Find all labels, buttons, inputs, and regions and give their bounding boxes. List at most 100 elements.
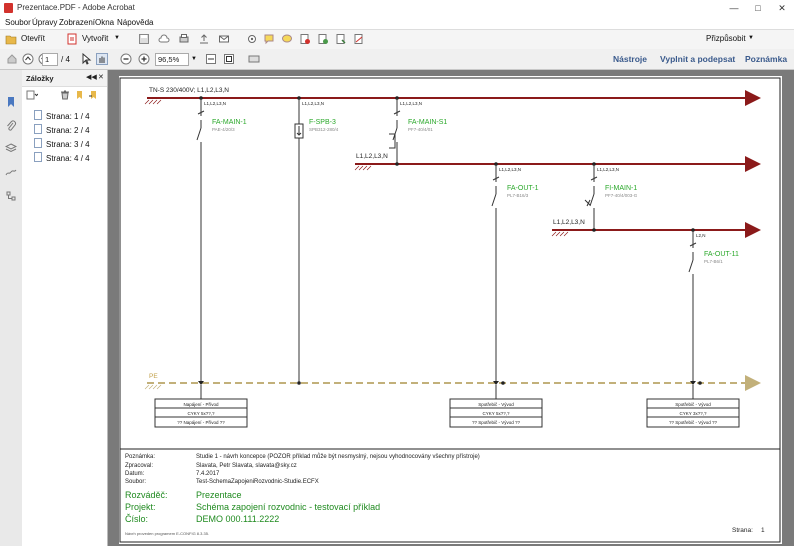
device-fa-out-1: L1,L2,L3,N FA-OUT-1 PL7-B16/3 bbox=[491, 162, 539, 385]
open-button[interactable]: Otevřít bbox=[21, 34, 46, 43]
svg-text:F-SPB-3: F-SPB-3 bbox=[309, 119, 336, 126]
svg-text:L1,L2,L3,N: L1,L2,L3,N bbox=[204, 101, 226, 106]
bookmarks-header: Záložky ◀◀ ✕ bbox=[22, 70, 107, 87]
hand-tool-icon[interactable] bbox=[96, 53, 108, 65]
comment-link[interactable]: Poznámka bbox=[745, 54, 788, 64]
menu-soubor[interactable]: Soubor bbox=[5, 18, 31, 27]
svg-text:L1,L2,L3,N: L1,L2,L3,N bbox=[499, 167, 521, 172]
menu-upravy[interactable]: Úpravy bbox=[32, 18, 58, 27]
bus-hatch bbox=[144, 99, 162, 105]
create-button[interactable]: Vytvořit bbox=[82, 34, 109, 43]
customize-chevron-icon[interactable]: ▼ bbox=[748, 35, 754, 41]
bookmark-icon[interactable] bbox=[5, 96, 17, 108]
stamp-icon[interactable] bbox=[299, 33, 311, 45]
close-button[interactable]: ✕ bbox=[778, 3, 786, 13]
fit-page-icon[interactable] bbox=[223, 53, 235, 65]
svg-text:PF7-40/4/003-G: PF7-40/4/003-G bbox=[605, 193, 638, 198]
pdf-page: TN-S 230/400V; L1,L2,L3,N L1,L2,L3,N L1,… bbox=[119, 76, 782, 544]
close-panel-icon[interactable]: ✕ bbox=[98, 74, 104, 81]
zoom-in-icon[interactable] bbox=[138, 53, 150, 65]
layers-icon[interactable] bbox=[5, 142, 17, 154]
print-icon[interactable] bbox=[178, 33, 190, 45]
svg-text:DEMO 000.111.2222: DEMO 000.111.2222 bbox=[196, 514, 279, 524]
fill-sign-link[interactable]: Vyplnit a podepsat bbox=[660, 54, 736, 64]
title-bar: Prezentace.PDF - Adobe Acrobat — □ ✕ bbox=[0, 0, 794, 17]
redact-icon[interactable] bbox=[317, 33, 329, 45]
home-icon[interactable] bbox=[6, 53, 18, 65]
svg-text:?? Spotřebič - Vývod ??: ?? Spotřebič - Vývod ?? bbox=[472, 420, 521, 425]
navigation-pane-icons bbox=[0, 70, 23, 546]
svg-text:Strana:: Strana: bbox=[732, 527, 753, 534]
page-frame bbox=[119, 77, 781, 543]
upload-icon[interactable] bbox=[198, 33, 210, 45]
new-bookmark-icon[interactable] bbox=[74, 90, 84, 100]
svg-text:Spotřebič - Vývod: Spotřebič - Vývod bbox=[675, 402, 711, 407]
maximize-button[interactable]: □ bbox=[755, 3, 761, 13]
bookmark-item[interactable]: Strana: 2 / 4 bbox=[34, 124, 90, 135]
svg-text:L2,N: L2,N bbox=[696, 233, 706, 238]
sub-bus-2-label: L1,L2,L3,N bbox=[553, 219, 585, 226]
page-icon bbox=[34, 138, 42, 148]
save-icon[interactable] bbox=[138, 33, 150, 45]
model-tree-icon[interactable] bbox=[5, 190, 17, 202]
svg-text:Slavata, Petr Slavata, slavata: Slavata, Petr Slavata, slavata@sky.cz bbox=[196, 463, 297, 469]
svg-text:Datum:: Datum: bbox=[125, 471, 145, 477]
acrobat-icon bbox=[4, 3, 13, 13]
zoom-input[interactable]: 96,5% bbox=[155, 53, 189, 66]
zoom-chevron-icon[interactable]: ▼ bbox=[191, 56, 197, 62]
page-number-input[interactable]: 1 bbox=[42, 53, 58, 66]
bookmark-item[interactable]: Strana: 4 / 4 bbox=[34, 152, 90, 163]
device-fi-main-1: L1,L2,L3,N FI-MAIN-1 PF7-40/4/003-G bbox=[584, 162, 638, 232]
page-icon bbox=[34, 152, 42, 162]
device-f-spb-3: L1,L2,L3,N F-SPB-3 SPB312-280/4 bbox=[294, 96, 339, 385]
sign-icon[interactable] bbox=[353, 33, 365, 45]
folder-icon[interactable] bbox=[5, 33, 17, 45]
pe-hatch bbox=[144, 384, 162, 390]
device-fa-out-11: L2,N FA-OUT-11 PL7-B6/1 bbox=[688, 228, 739, 385]
speech-bubble-icon[interactable] bbox=[281, 33, 293, 45]
keyboard-icon[interactable] bbox=[248, 53, 260, 65]
select-cursor-icon[interactable] bbox=[80, 53, 92, 65]
window-title: Prezentace.PDF - Adobe Acrobat bbox=[17, 3, 135, 12]
svg-text:?? Napájení - Přívod ??: ?? Napájení - Přívod ?? bbox=[177, 420, 225, 425]
create-pdf-icon[interactable] bbox=[66, 33, 78, 45]
delete-bookmark-icon[interactable] bbox=[60, 90, 70, 100]
svg-text:Projekt:: Projekt: bbox=[125, 502, 156, 512]
bookmark-item[interactable]: Strana: 3 / 4 bbox=[34, 138, 90, 149]
previous-page-icon[interactable] bbox=[22, 53, 34, 65]
svg-text:L1,L2,L3,N: L1,L2,L3,N bbox=[400, 101, 422, 106]
minimize-button[interactable]: — bbox=[729, 3, 739, 13]
schematic-drawing: TN-S 230/400V; L1,L2,L3,N L1,L2,L3,N L1,… bbox=[119, 77, 781, 543]
svg-text:PL7-B6/1: PL7-B6/1 bbox=[704, 259, 723, 264]
menu-okna[interactable]: Okna bbox=[95, 18, 115, 27]
bookmarks-tools bbox=[22, 88, 107, 102]
signatures-icon[interactable] bbox=[5, 166, 17, 178]
options-menu-icon[interactable] bbox=[26, 90, 38, 100]
comment-icon[interactable] bbox=[263, 33, 275, 45]
svg-text:L1,L2,L3,N: L1,L2,L3,N bbox=[597, 167, 619, 172]
menu-zobrazeni[interactable]: Zobrazení bbox=[59, 18, 96, 27]
svg-text:Studie 1 - návrh koncepce (POZ: Studie 1 - návrh koncepce (POZOR příklad… bbox=[196, 453, 480, 460]
cloud-upload-icon[interactable] bbox=[158, 33, 170, 45]
svg-text:FA-OUT-1: FA-OUT-1 bbox=[507, 185, 539, 192]
settings-icon[interactable] bbox=[246, 33, 258, 45]
tools-link[interactable]: Nástroje bbox=[613, 54, 648, 64]
page-total: / 4 bbox=[61, 55, 70, 64]
fit-width-icon[interactable] bbox=[205, 53, 217, 65]
expand-bookmark-icon[interactable] bbox=[88, 90, 98, 100]
navigation-toolbar: 1 / 4 96,5% ▼ Nástroje Vyplnit a podepsa… bbox=[0, 49, 794, 70]
collapse-panel-icon[interactable]: ◀◀ bbox=[86, 74, 97, 81]
menu-bar: Soubor Úpravy Zobrazení Okna Nápověda bbox=[0, 16, 794, 29]
svg-text:Rozváděč:: Rozváděč: bbox=[125, 490, 168, 500]
document-area[interactable]: TN-S 230/400V; L1,L2,L3,N L1,L2,L3,N L1,… bbox=[108, 70, 794, 546]
page-icon bbox=[34, 110, 42, 120]
bookmark-item[interactable]: Strana: 1 / 4 bbox=[34, 110, 90, 121]
svg-text:1: 1 bbox=[761, 527, 765, 534]
attachment-icon[interactable] bbox=[5, 120, 17, 132]
customize-button[interactable]: Přizpůsobit bbox=[706, 34, 746, 43]
email-icon[interactable] bbox=[218, 33, 230, 45]
zoom-out-icon[interactable] bbox=[120, 53, 132, 65]
menu-napoveda[interactable]: Nápověda bbox=[117, 18, 154, 27]
export-icon[interactable] bbox=[335, 33, 347, 45]
chevron-down-icon[interactable]: ▼ bbox=[114, 35, 120, 41]
